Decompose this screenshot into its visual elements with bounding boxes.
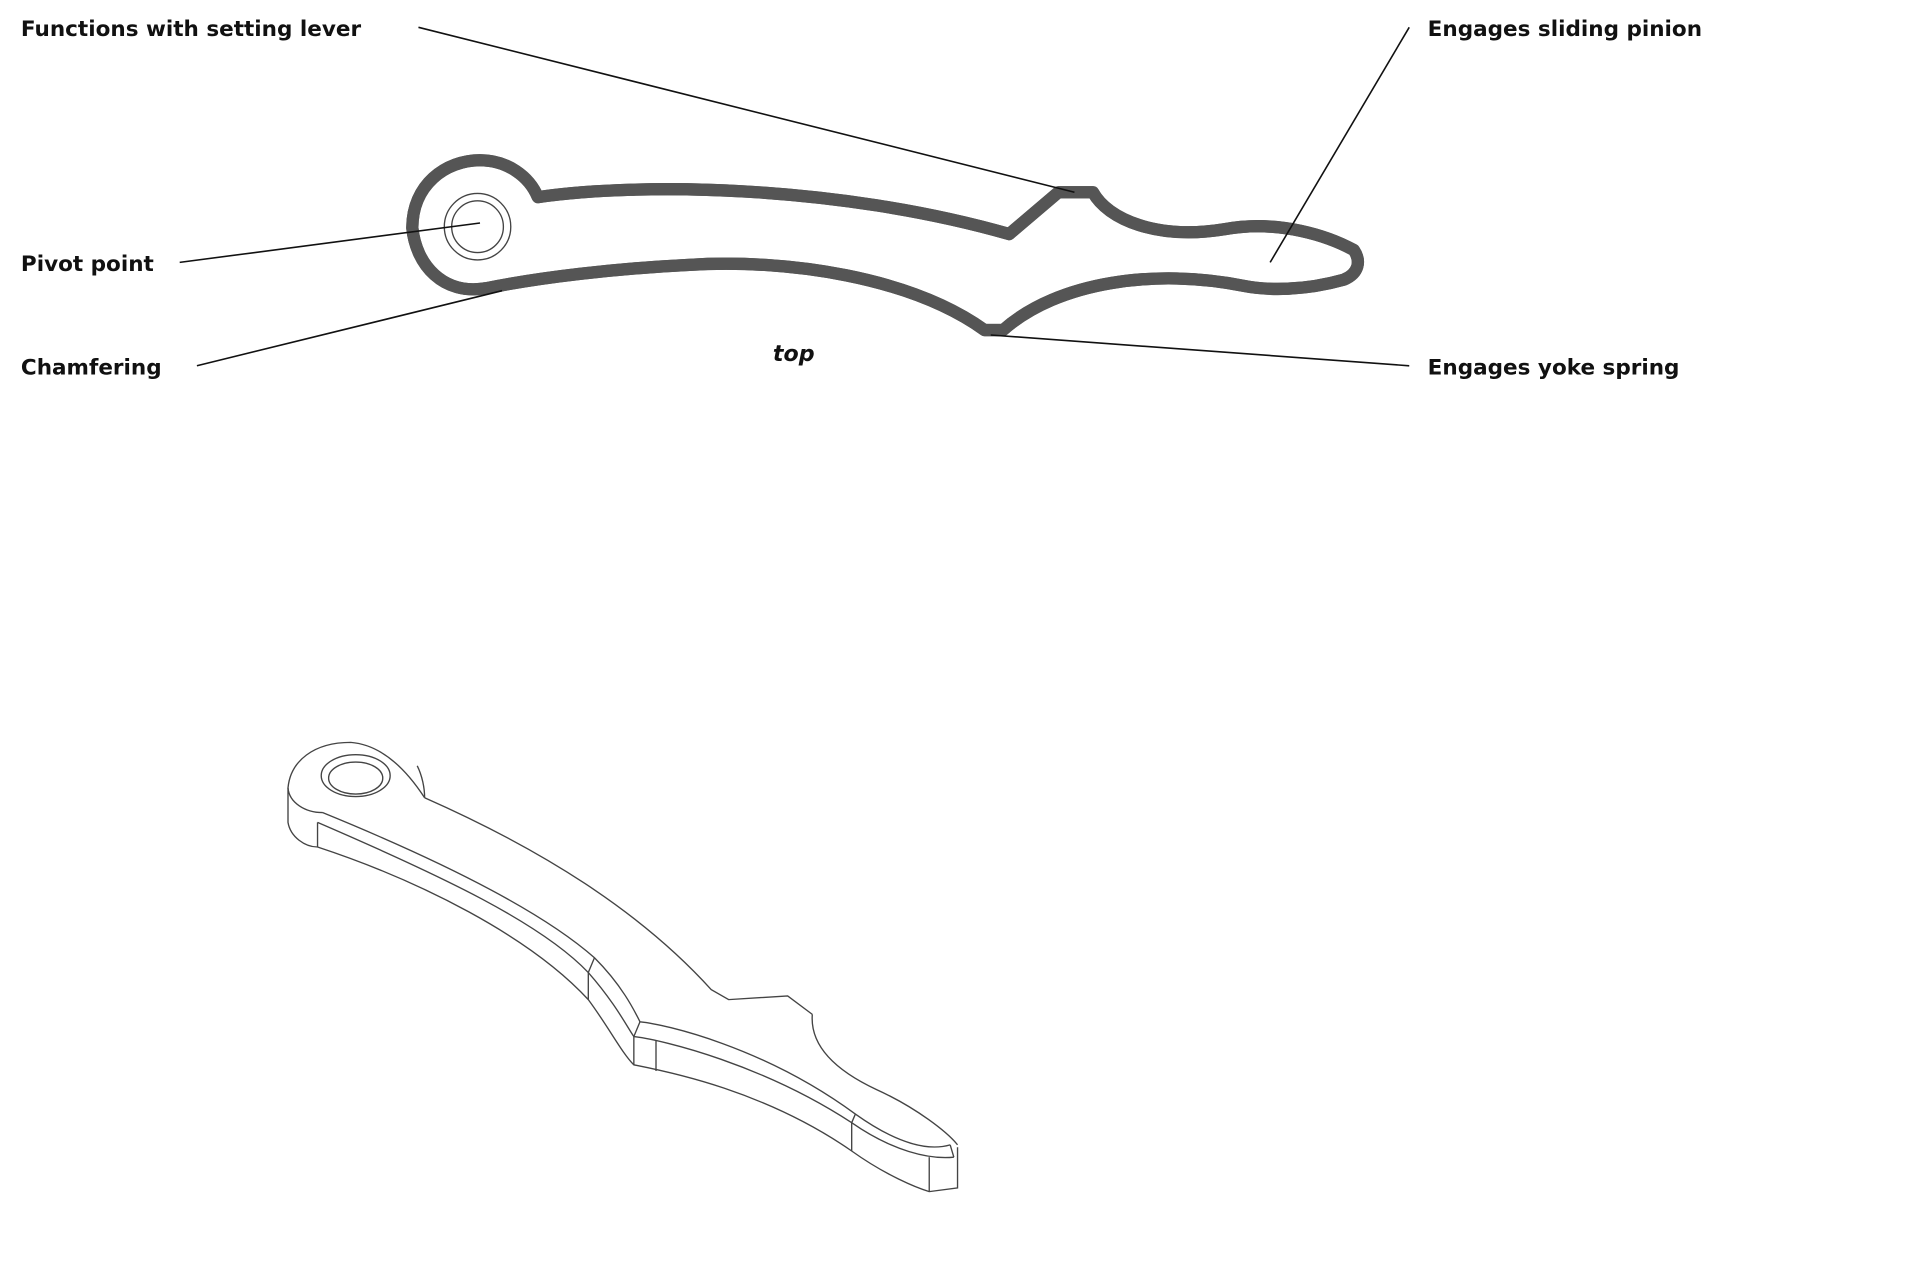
pivot-hole-outer: [443, 192, 512, 261]
leader-chamfering: [196, 289, 503, 367]
isometric-view-yoke: [287, 741, 959, 1193]
top-view-yoke: [412, 154, 1358, 330]
label-setting-lever: Functions with setting lever: [21, 17, 362, 42]
view-caption-top: top: [773, 341, 815, 367]
leader-sliding-pinion: [1269, 26, 1410, 263]
leader-pivot: [179, 222, 481, 264]
label-sliding-pinion: Engages sliding pinion: [1428, 17, 1702, 42]
label-yoke-spring: Engages yoke spring: [1428, 355, 1680, 380]
pivot-hole-inner: [451, 200, 505, 254]
leader-setting-lever: [418, 26, 1075, 194]
label-chamfering: Chamfering: [21, 355, 162, 380]
label-pivot: Pivot point: [21, 252, 154, 277]
leader-yoke-spring: [990, 334, 1410, 367]
